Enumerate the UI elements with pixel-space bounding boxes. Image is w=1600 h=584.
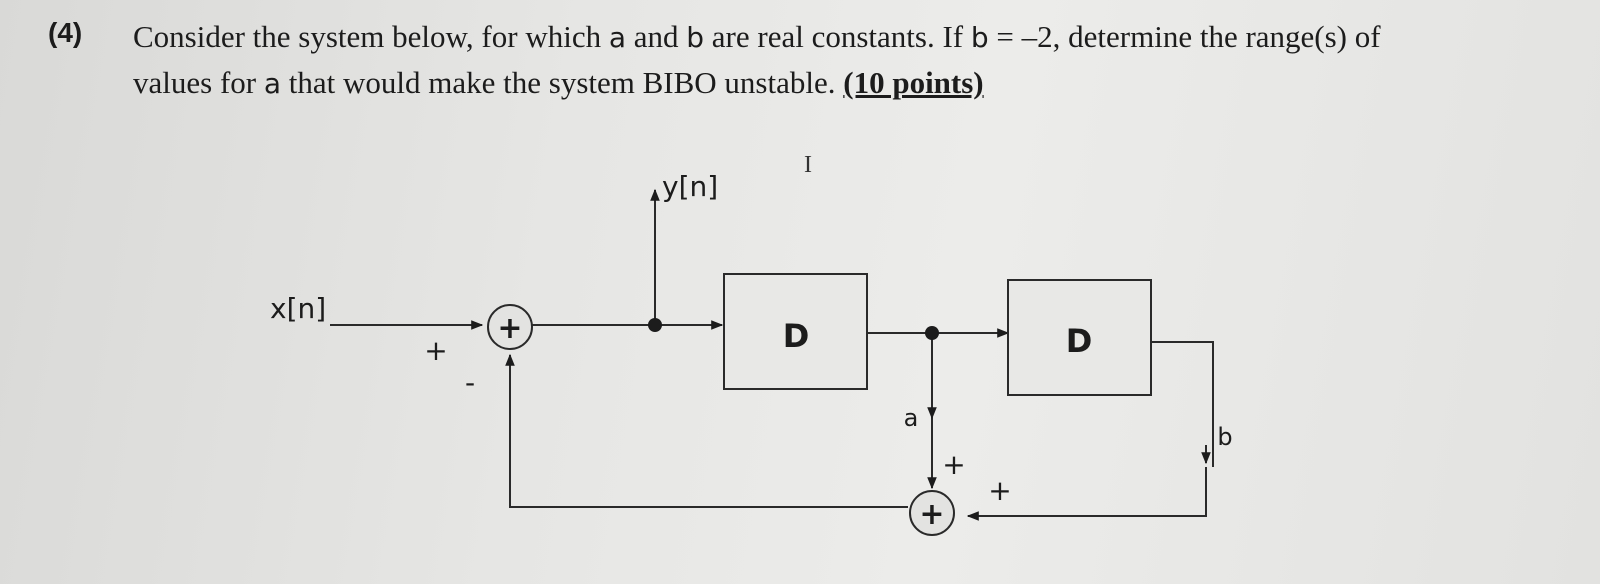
summing-junction-1 [487, 304, 533, 350]
condition-variable: b [970, 21, 989, 54]
input-label: x[n] [270, 292, 326, 325]
summing-junction-2 [909, 490, 955, 536]
question-line-1: Consider the system below, for which a a… [133, 14, 1381, 61]
text-cursor-icon: I [804, 152, 812, 178]
sum2-plus-sign-left: + [942, 448, 965, 481]
gain-a-label: a [904, 404, 919, 432]
question-text-1a: Consider the system below, for which [133, 19, 609, 54]
delay-block-2-label: D [1066, 322, 1093, 360]
sum1-plus-sign: + [424, 334, 447, 367]
gain-b-return-line [966, 467, 1207, 521]
gain-b-branch-line [1150, 341, 1214, 467]
question-text-2b: that would make the system BIBO unstable… [281, 65, 844, 100]
variable-a-2: a [263, 67, 282, 100]
question-text-1b: and [626, 19, 687, 54]
output-label: y[n] [662, 170, 718, 203]
summing-junction-2-symbol: + [919, 497, 944, 532]
variable-b: b [686, 21, 705, 54]
condition-value: = –2, determine the range(s) of [988, 19, 1381, 54]
question-line-2: values for a that would make the system … [133, 60, 984, 107]
variable-a: a [608, 21, 626, 54]
branch-junction-dot [925, 326, 939, 340]
sum2-plus-sign-right: + [988, 474, 1011, 507]
delay-block-1-label: D [783, 317, 810, 355]
summing-junction-1-symbol: + [497, 311, 522, 346]
question-text-1c: are real constants. If [704, 19, 971, 54]
feedback-line [505, 353, 908, 508]
question-number: (4) [48, 17, 83, 48]
delay-block-2 [1007, 279, 1152, 396]
delay-block-1 [723, 273, 868, 390]
output-junction-dot [648, 318, 662, 332]
question-text-2a: values for [133, 65, 264, 100]
sum1-minus-sign: - [465, 366, 475, 399]
gain-b-label: b [1217, 423, 1232, 451]
points-label: (10 points) [843, 65, 984, 100]
